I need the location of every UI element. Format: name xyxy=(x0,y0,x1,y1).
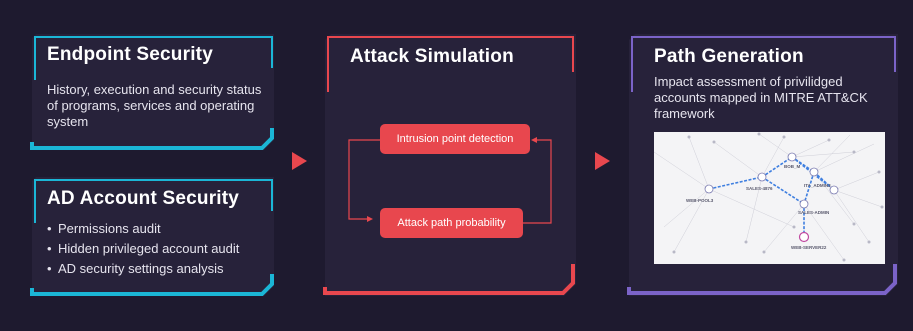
list-item: Hidden privileged account audit xyxy=(47,239,271,259)
graph-node-label: WEB-POOL3 xyxy=(686,198,714,203)
endpoint-security-frame xyxy=(30,34,274,150)
ad-account-audit-list: Permissions audit Hidden privileged acco… xyxy=(47,219,271,279)
graph-node-label: SALES-ADMIN xyxy=(798,210,829,215)
list-item: Permissions audit xyxy=(47,219,271,239)
path-generation-description: Impact assessment of privilidged account… xyxy=(654,74,868,121)
triangle-right-icon xyxy=(292,152,307,170)
attack-path-graph-svg: WEB-POOL3 SALES-4876 ITA_ADMIN3 SALES-AD… xyxy=(654,132,884,262)
endpoint-security-description: History, execution and security status o… xyxy=(47,82,262,129)
graph-node-label: SALES-4876 xyxy=(746,186,773,191)
graph-node-label: ITA_ADMIN3 xyxy=(804,183,831,188)
path-generation-title: Path Generation xyxy=(654,46,804,67)
endpoint-security-title: Endpoint Security xyxy=(47,44,213,65)
endpoint-security-panel: Endpoint Security History, execution and… xyxy=(30,32,274,150)
ad-account-security-panel: AD Account Security Permissions audit Hi… xyxy=(30,175,274,296)
attack-path-probability-step: Attack path probability xyxy=(380,208,523,238)
ad-account-security-title: AD Account Security xyxy=(47,188,240,209)
intrusion-point-detection-step: Intrusion point detection xyxy=(380,124,530,154)
list-item: AD security settings analysis xyxy=(47,259,271,279)
attack-path-graph: WEB-POOL3 SALES-4876 ITA_ADMIN3 SALES-AD… xyxy=(654,132,885,264)
attack-simulation-panel: Attack Simulation Intrusion point detect… xyxy=(323,32,576,296)
triangle-right-icon xyxy=(595,152,610,170)
graph-node-label: BOB_M xyxy=(784,164,801,169)
attack-simulation-title: Attack Simulation xyxy=(350,46,514,67)
attack-simulation-frame xyxy=(323,34,576,296)
graph-node-label: WEB-SERVER22 xyxy=(791,245,827,250)
